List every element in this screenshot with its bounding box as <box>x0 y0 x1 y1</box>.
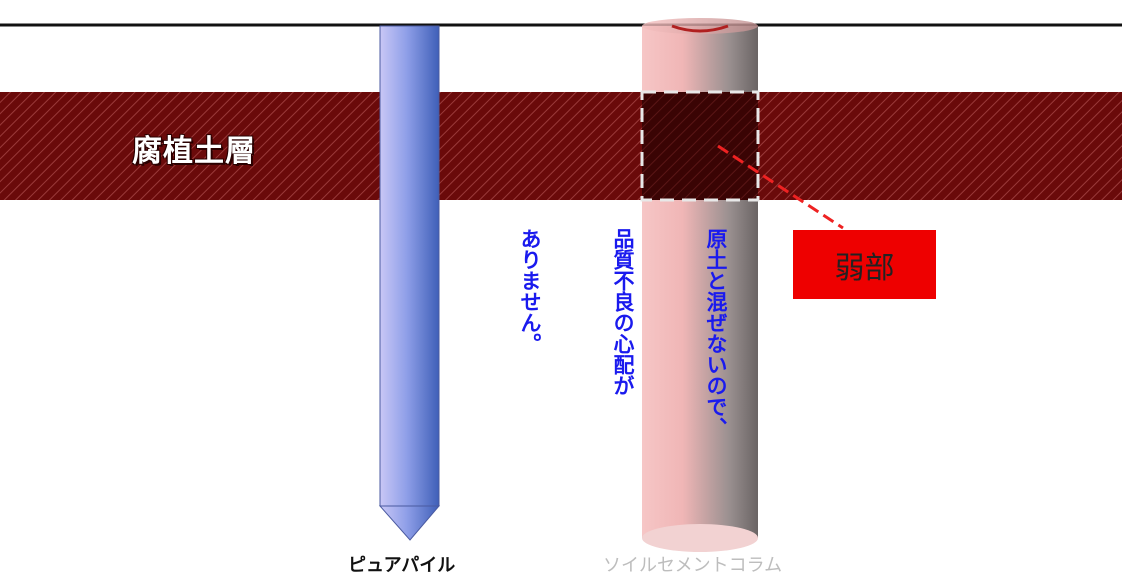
pure-pile <box>378 25 441 541</box>
weak-leader-line <box>717 144 844 230</box>
weak-point-label: 弱部 <box>793 230 936 299</box>
pure-pile-label: ピュアパイル <box>348 555 456 576</box>
pure-pile-note: 原土と混ぜないので、 品質不良の心配が ありません。 <box>452 228 793 488</box>
humus-layer-label: 腐植土層 <box>132 134 256 169</box>
weak-zone-outline <box>640 90 760 202</box>
note-line-2: 品質不良の心配が <box>611 228 635 396</box>
note-line-3: ありません。 <box>518 228 542 354</box>
soil-cement-column-label: ソイルセメントコラム <box>603 555 783 576</box>
note-line-1: 原土と混ぜないので、 <box>704 228 728 438</box>
weak-zone-fill <box>642 92 758 200</box>
humus-layer-band <box>0 92 1122 200</box>
